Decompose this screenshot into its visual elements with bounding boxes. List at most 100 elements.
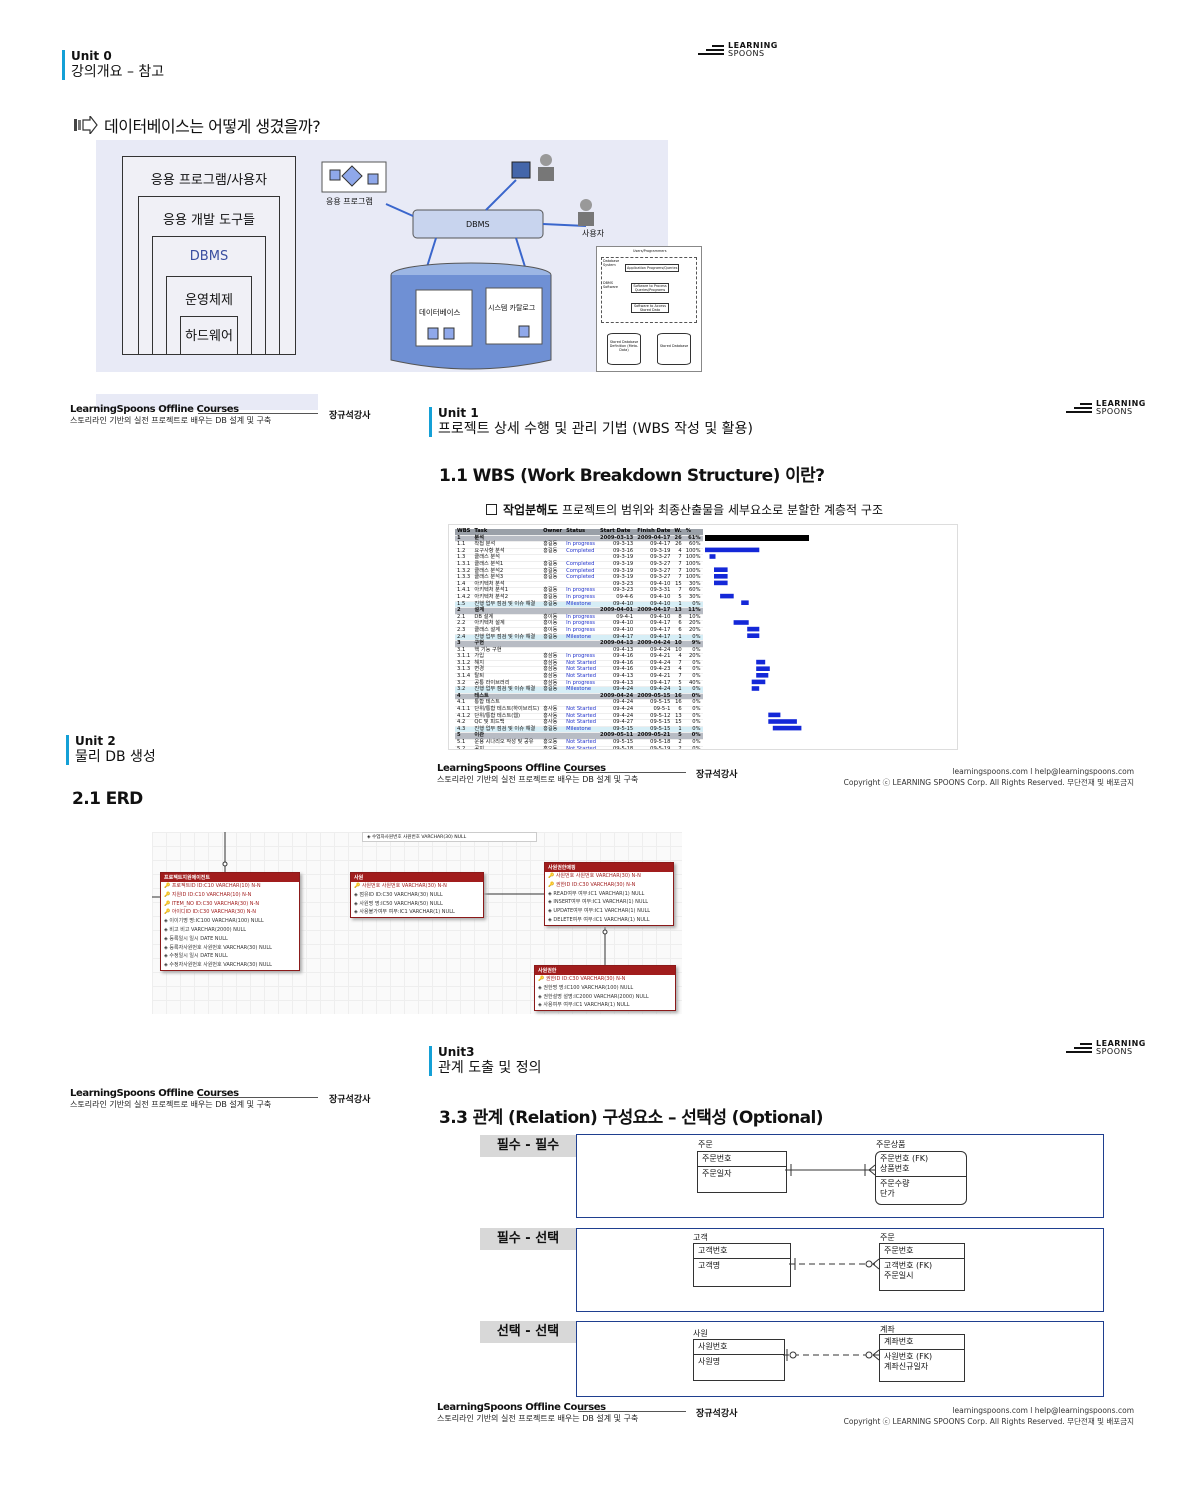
wbs-cell: 1 <box>672 601 684 609</box>
wbs-cell: 10% <box>683 614 703 622</box>
wbs-cell: 분석 <box>472 535 542 543</box>
wbs-cell <box>564 535 599 543</box>
wbs-cell: 09-5-15 <box>635 720 673 727</box>
wbs-cell: 09-4-24 <box>598 706 636 714</box>
wbs-cell: 5.2 <box>455 746 473 749</box>
wbs-cell: Not Started <box>564 706 599 714</box>
wbs-cell: 100% <box>683 547 703 556</box>
wbs-cell: 09-4-17 <box>635 634 673 642</box>
wbs-cell: 09-4-16 <box>598 654 636 661</box>
wbs-cell <box>541 732 565 740</box>
wbs-column-header: Start Date <box>598 528 636 536</box>
entity-key: 주문번호 <box>880 1244 964 1259</box>
gantt-bars <box>704 535 809 731</box>
gantt-bar <box>713 574 728 579</box>
entity-key: 사원번호 <box>694 1340 784 1355</box>
wbs-cell: 09-4-6 <box>598 594 636 602</box>
wbs-cell: 10 <box>672 647 684 655</box>
slide2-heading: 1.1 WBS (Work Breakdown Structure) 이란? <box>439 466 825 486</box>
erd-column-row: ◈ 등록자사원번호 사원번호 VARCHAR(30) NULL <box>164 944 272 951</box>
wbs-cell: 클래스 분석 <box>472 555 542 562</box>
wbs-cell: Not Started <box>564 719 599 727</box>
wbs-cell: In progress <box>564 680 599 688</box>
entity-account: 계좌번호 사원번호 (FK)계좌신규일자 <box>879 1334 965 1382</box>
wbs-cell: 7 <box>672 673 684 681</box>
relationship-line-mandatory-optional <box>789 1258 880 1270</box>
wbs-cell: 15 <box>672 720 684 727</box>
wbs-cell: 09-4-13 <box>598 673 636 681</box>
wbs-cell: 09-3-27 <box>635 575 673 582</box>
wbs-cell: 09-4-10 <box>598 601 636 609</box>
wbs-cell: 09-5-19 <box>635 746 673 749</box>
wbs-cell: 2 <box>672 739 684 747</box>
erd-column-row: ◈ DELETE여부 여부:IC1 VARCHAR(1) NULL <box>548 916 650 923</box>
footer-brand: LearningSpoons Offline Courses <box>70 404 239 415</box>
gantt-bar <box>755 666 770 671</box>
wbs-cell: In progress <box>564 542 599 549</box>
wbs-cell: 진행 업무 점검 및 이슈 해결 <box>472 634 542 642</box>
wbs-cell: 0% <box>683 634 703 642</box>
erd-table-name: 프로젝트지원에이전트 <box>161 873 299 882</box>
wbs-cell: 통합 테스트 <box>472 700 542 708</box>
wbs-cell: 09-3-31 <box>635 588 673 595</box>
wbs-cell: 1.3 <box>455 555 473 562</box>
entity-attr: 고객명 <box>698 1261 721 1270</box>
erd-table-employee-role: 사원권한 🔑 권한ID ID:C30 VARCHAR(30) N-N◈ 권한명 … <box>534 965 676 1012</box>
wbs-cell: 구현 <box>472 640 542 648</box>
wbs-cell: 26 <box>672 542 684 549</box>
wbs-cell: 13 <box>672 713 684 721</box>
wbs-cell: 2.2 <box>455 621 473 628</box>
wbs-cell: 1.4 <box>455 581 473 589</box>
wbs-cell <box>541 640 565 648</box>
wbs-cell: 100% <box>683 560 703 569</box>
erd-column-row: 🔑 지원ID ID:C10 VARCHAR(10) N-N <box>164 891 252 898</box>
wbs-cell: 09-3-19 <box>598 555 636 562</box>
wbs-cell: 홍길동 <box>541 548 565 556</box>
footer-copyright-block: learningspoons.com l help@learningspoons… <box>844 1405 1134 1428</box>
wbs-cell: 홍삼동 <box>541 680 565 688</box>
bullet-bold: 작업분해도 <box>503 503 559 517</box>
slide1-heading: 데이터베이스는 어떻게 생겼을까? <box>74 113 321 137</box>
wbs-cell: 설계 <box>472 607 542 615</box>
erd-column-row: ◈ 비고 비고 VARCHAR(2000) NULL <box>164 926 247 933</box>
entity-name: 계좌 <box>880 1325 895 1334</box>
wbs-cell: 홍이동 <box>541 614 565 622</box>
slide1-unit-header: Unit 0 강의개요 – 참고 <box>62 49 164 80</box>
logo-line1: LEARNING <box>728 41 778 50</box>
wbs-cell: 0% <box>683 706 703 714</box>
erd-table-name: 사원 <box>351 873 483 882</box>
wbs-cell: 3.2 <box>455 680 473 688</box>
mini-process: Software to Process Queries/Programs <box>631 283 669 294</box>
wbs-cell <box>564 554 599 562</box>
wbs-cell: 1.3.2 <box>455 568 473 576</box>
gantt-bar <box>733 620 749 625</box>
wbs-cell: 09-3-27 <box>635 555 673 562</box>
wbs-cell: 1 <box>672 634 684 642</box>
wbs-cell: 홍길동 <box>541 575 565 582</box>
wbs-cell: 5 <box>672 680 684 688</box>
wbs-cell: 09-5-15 <box>598 739 636 747</box>
wbs-cell: 09-5-15 <box>598 726 636 734</box>
arrow-pointer-icon <box>74 116 98 134</box>
wbs-cell: 4 <box>672 548 684 556</box>
erd-column-row: ◈ 점유ID ID:C30 VARCHAR(30) NULL <box>354 891 443 898</box>
erd-column-row: ◈ 수정일시 일시 DATE NULL <box>164 953 228 960</box>
wbs-cell: 변경 <box>472 667 542 675</box>
wbs-cell: Not Started <box>564 666 599 675</box>
wbs-cell: 7 <box>672 555 684 562</box>
wbs-cell: 홍오동 <box>541 746 565 749</box>
erd-table-project-agent: 프로젝트지원에이전트 🔑 프로젝트ID ID:C10 VARCHAR(10) N… <box>160 872 300 971</box>
mini-app: Application Programs/Queries <box>625 264 680 273</box>
wbs-cell: 홍길동 <box>541 542 565 549</box>
wbs-cell: 4.1.1 <box>455 706 473 714</box>
slide4-unit-header: Unit3 관계 도출 및 정의 <box>429 1045 542 1076</box>
wbs-cell: 09-4-10 <box>598 627 636 635</box>
wbs-cell: 1 <box>672 726 684 734</box>
wbs-cell: 3.1.3 <box>455 667 473 675</box>
